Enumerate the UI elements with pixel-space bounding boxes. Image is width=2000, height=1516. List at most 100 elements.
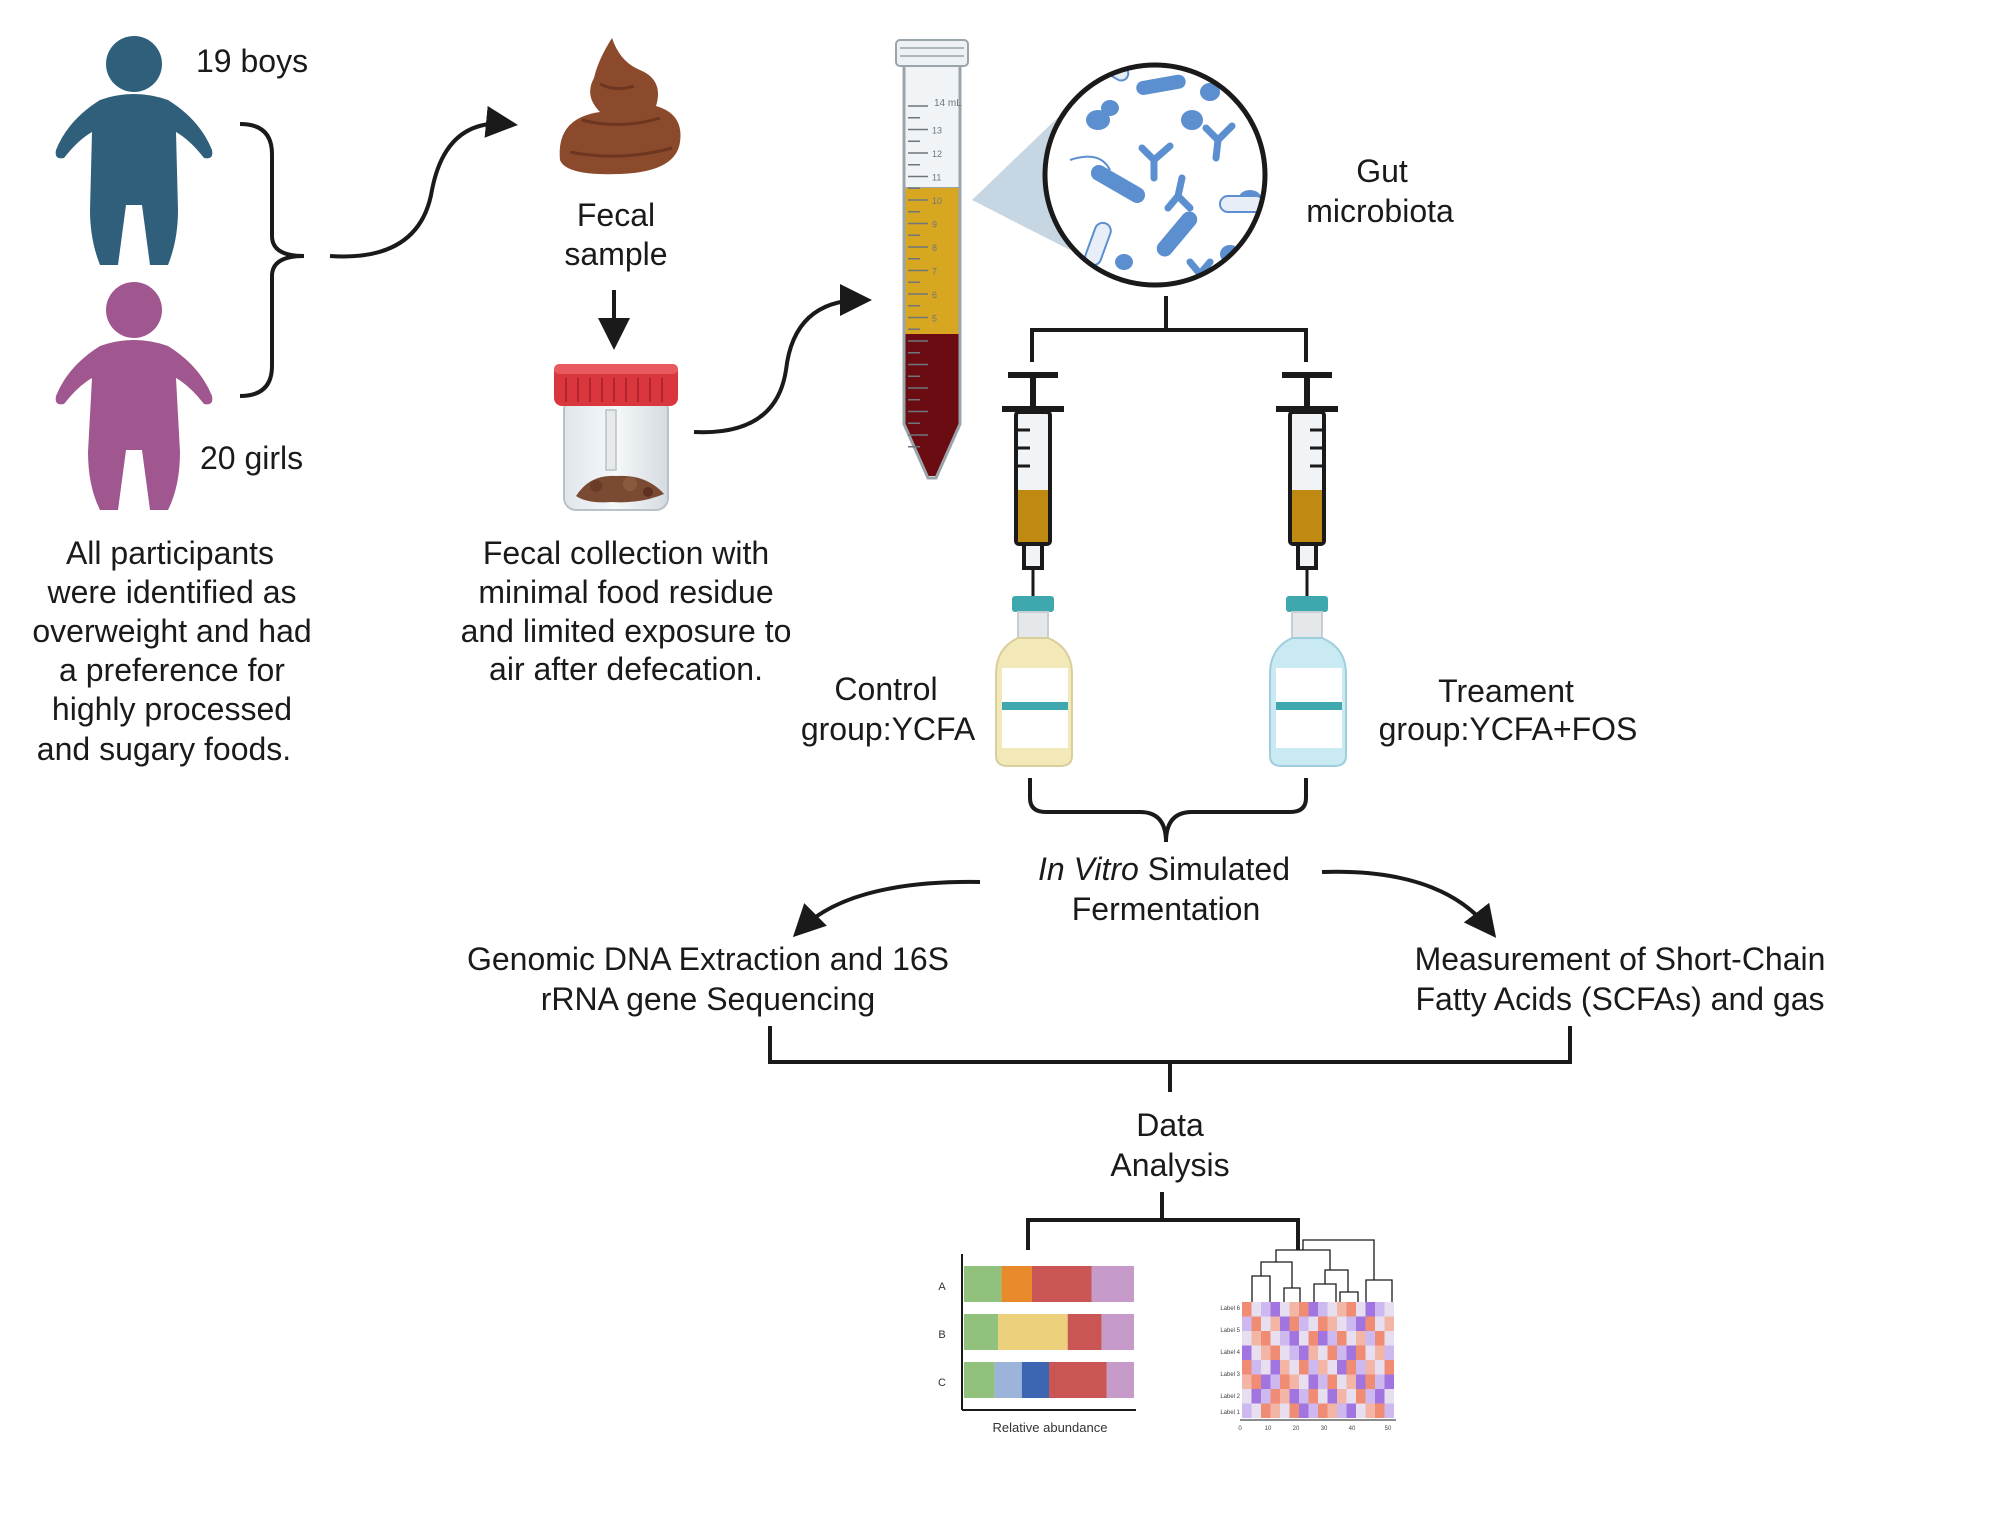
- tube-tick-label: 5: [932, 314, 937, 324]
- svg-text:Label 5: Label 5: [1220, 1328, 1240, 1334]
- merge-connector: [768, 1026, 1572, 1092]
- heatmap-cell: [1337, 1360, 1347, 1375]
- svg-text:10: 10: [1265, 1426, 1272, 1432]
- heatmap-cell: [1318, 1302, 1328, 1317]
- heatmap-cell: [1289, 1316, 1299, 1331]
- heatmap-cell: [1346, 1374, 1356, 1389]
- bar-segment: [998, 1314, 1068, 1350]
- control-group-label: Control group:YCFA: [801, 671, 976, 747]
- split-connector: [1030, 296, 1308, 362]
- bar-segment: [964, 1362, 995, 1398]
- participants-desc-line: a preference for: [59, 652, 285, 688]
- participants-desc-line: All participants: [66, 535, 274, 571]
- heatmap-cell: [1337, 1403, 1347, 1418]
- heatmap-cell: [1356, 1345, 1366, 1360]
- bar-segment: [964, 1314, 998, 1350]
- heatmap-cell: [1242, 1360, 1252, 1375]
- heatmap-cell: [1242, 1403, 1252, 1418]
- svg-text:minimal food residue: minimal food residue: [478, 574, 773, 610]
- bar-segment: [1106, 1362, 1134, 1398]
- control-vial-icon: [995, 596, 1073, 767]
- heatmap-cell: [1337, 1389, 1347, 1404]
- bar-category-label: C: [938, 1377, 946, 1389]
- heatmap-cell: [1375, 1389, 1385, 1404]
- svg-text:Analysis: Analysis: [1110, 1147, 1229, 1183]
- heatmap-cell: [1280, 1403, 1290, 1418]
- heatmap-cell: [1375, 1360, 1385, 1375]
- participants-desc-line: and sugary foods.: [37, 731, 291, 767]
- arrow-to-tube: [693, 284, 872, 435]
- heatmap-cell: [1308, 1345, 1318, 1360]
- svg-text:Fatty Acids (SCFAs) and gas: Fatty Acids (SCFAs) and gas: [1415, 981, 1824, 1017]
- heatmap-cell: [1337, 1316, 1347, 1331]
- heatmap-cell: [1356, 1360, 1366, 1375]
- heatmap-cell: [1242, 1389, 1252, 1404]
- heatmap-cell: [1289, 1389, 1299, 1404]
- heatmap-cell: [1384, 1345, 1394, 1360]
- heatmap-cell: [1384, 1360, 1394, 1375]
- heatmap-cell: [1384, 1374, 1394, 1389]
- participants-desc-line: highly processed: [52, 691, 292, 727]
- heatmap-cell: [1375, 1345, 1385, 1360]
- heatmap-cell: [1384, 1403, 1394, 1418]
- heatmap-col-labels: 0 10 20 30 40 50: [1238, 1426, 1392, 1432]
- heatmap-cell: [1251, 1302, 1261, 1317]
- heatmap-cell: [1375, 1403, 1385, 1418]
- heatmap-cell: [1384, 1302, 1394, 1317]
- bar-segment: [1049, 1362, 1107, 1398]
- heatmap-cell: [1299, 1331, 1309, 1346]
- heatmap-cell: [1346, 1389, 1356, 1404]
- svg-text:30: 30: [1321, 1426, 1328, 1432]
- collection-jar-icon: [554, 364, 678, 511]
- tube-tick-label: 13: [932, 126, 942, 136]
- bar-segment: [994, 1362, 1022, 1398]
- girls-label: 20 girls: [200, 440, 303, 476]
- heatmap-cell: [1280, 1302, 1290, 1317]
- heatmap-cell: [1299, 1302, 1309, 1317]
- vials-brace: [1028, 778, 1308, 843]
- heatmap-cell: [1289, 1302, 1299, 1317]
- heatmap-cell: [1299, 1374, 1309, 1389]
- svg-text:Genomic DNA Extraction and 16S: Genomic DNA Extraction and 16S: [467, 941, 949, 977]
- treatment-group-label: Treament group:YCFA+FOS: [1379, 673, 1638, 747]
- heatmap-cell: [1337, 1345, 1347, 1360]
- heatmap-chart: Label 6 Label 5 Label 4 Label 3 Label 2 …: [1220, 1239, 1396, 1432]
- heatmap-cell: [1365, 1316, 1375, 1331]
- gut-microbiota-label: Gut microbiota: [1306, 153, 1454, 229]
- heatmap-cell: [1318, 1331, 1328, 1346]
- bar-category-label: A: [938, 1281, 946, 1293]
- svg-text:40: 40: [1349, 1426, 1356, 1432]
- heatmap-cell: [1356, 1302, 1366, 1317]
- heatmap-cell: [1280, 1345, 1290, 1360]
- heatmap-cell: [1375, 1331, 1385, 1346]
- svg-text:rRNA gene Sequencing: rRNA gene Sequencing: [541, 981, 875, 1017]
- heatmap-cell: [1308, 1389, 1318, 1404]
- heatmap-cell: [1289, 1331, 1299, 1346]
- bar-category-label: B: [938, 1329, 945, 1341]
- heatmap-cell: [1270, 1389, 1280, 1404]
- arrow-to-fecal-sample: [329, 105, 518, 259]
- svg-text:Label 3: Label 3: [1220, 1372, 1240, 1378]
- heatmap-cell: [1365, 1403, 1375, 1418]
- heatmap-cell: [1365, 1302, 1375, 1317]
- heatmap-cell: [1346, 1345, 1356, 1360]
- heatmap-cell: [1365, 1360, 1375, 1375]
- fecal-sample-label: Fecal sample: [564, 197, 667, 272]
- heatmap-cell: [1242, 1331, 1252, 1346]
- heatmap-cell: [1318, 1345, 1328, 1360]
- heatmap-cell: [1375, 1374, 1385, 1389]
- heatmap-cell: [1261, 1345, 1271, 1360]
- gut-microbiota-magnifier: [1042, 62, 1268, 288]
- heatmap-cell: [1261, 1331, 1271, 1346]
- heatmap-cell: [1270, 1360, 1280, 1375]
- svg-text:and limited exposure to: and limited exposure to: [461, 613, 792, 649]
- heatmap-cell: [1270, 1316, 1280, 1331]
- participants-brace: [239, 122, 305, 398]
- heatmap-cell: [1299, 1389, 1309, 1404]
- heatmap-cell: [1327, 1331, 1337, 1346]
- heatmap-cell: [1299, 1403, 1309, 1418]
- heatmap-cell: [1346, 1403, 1356, 1418]
